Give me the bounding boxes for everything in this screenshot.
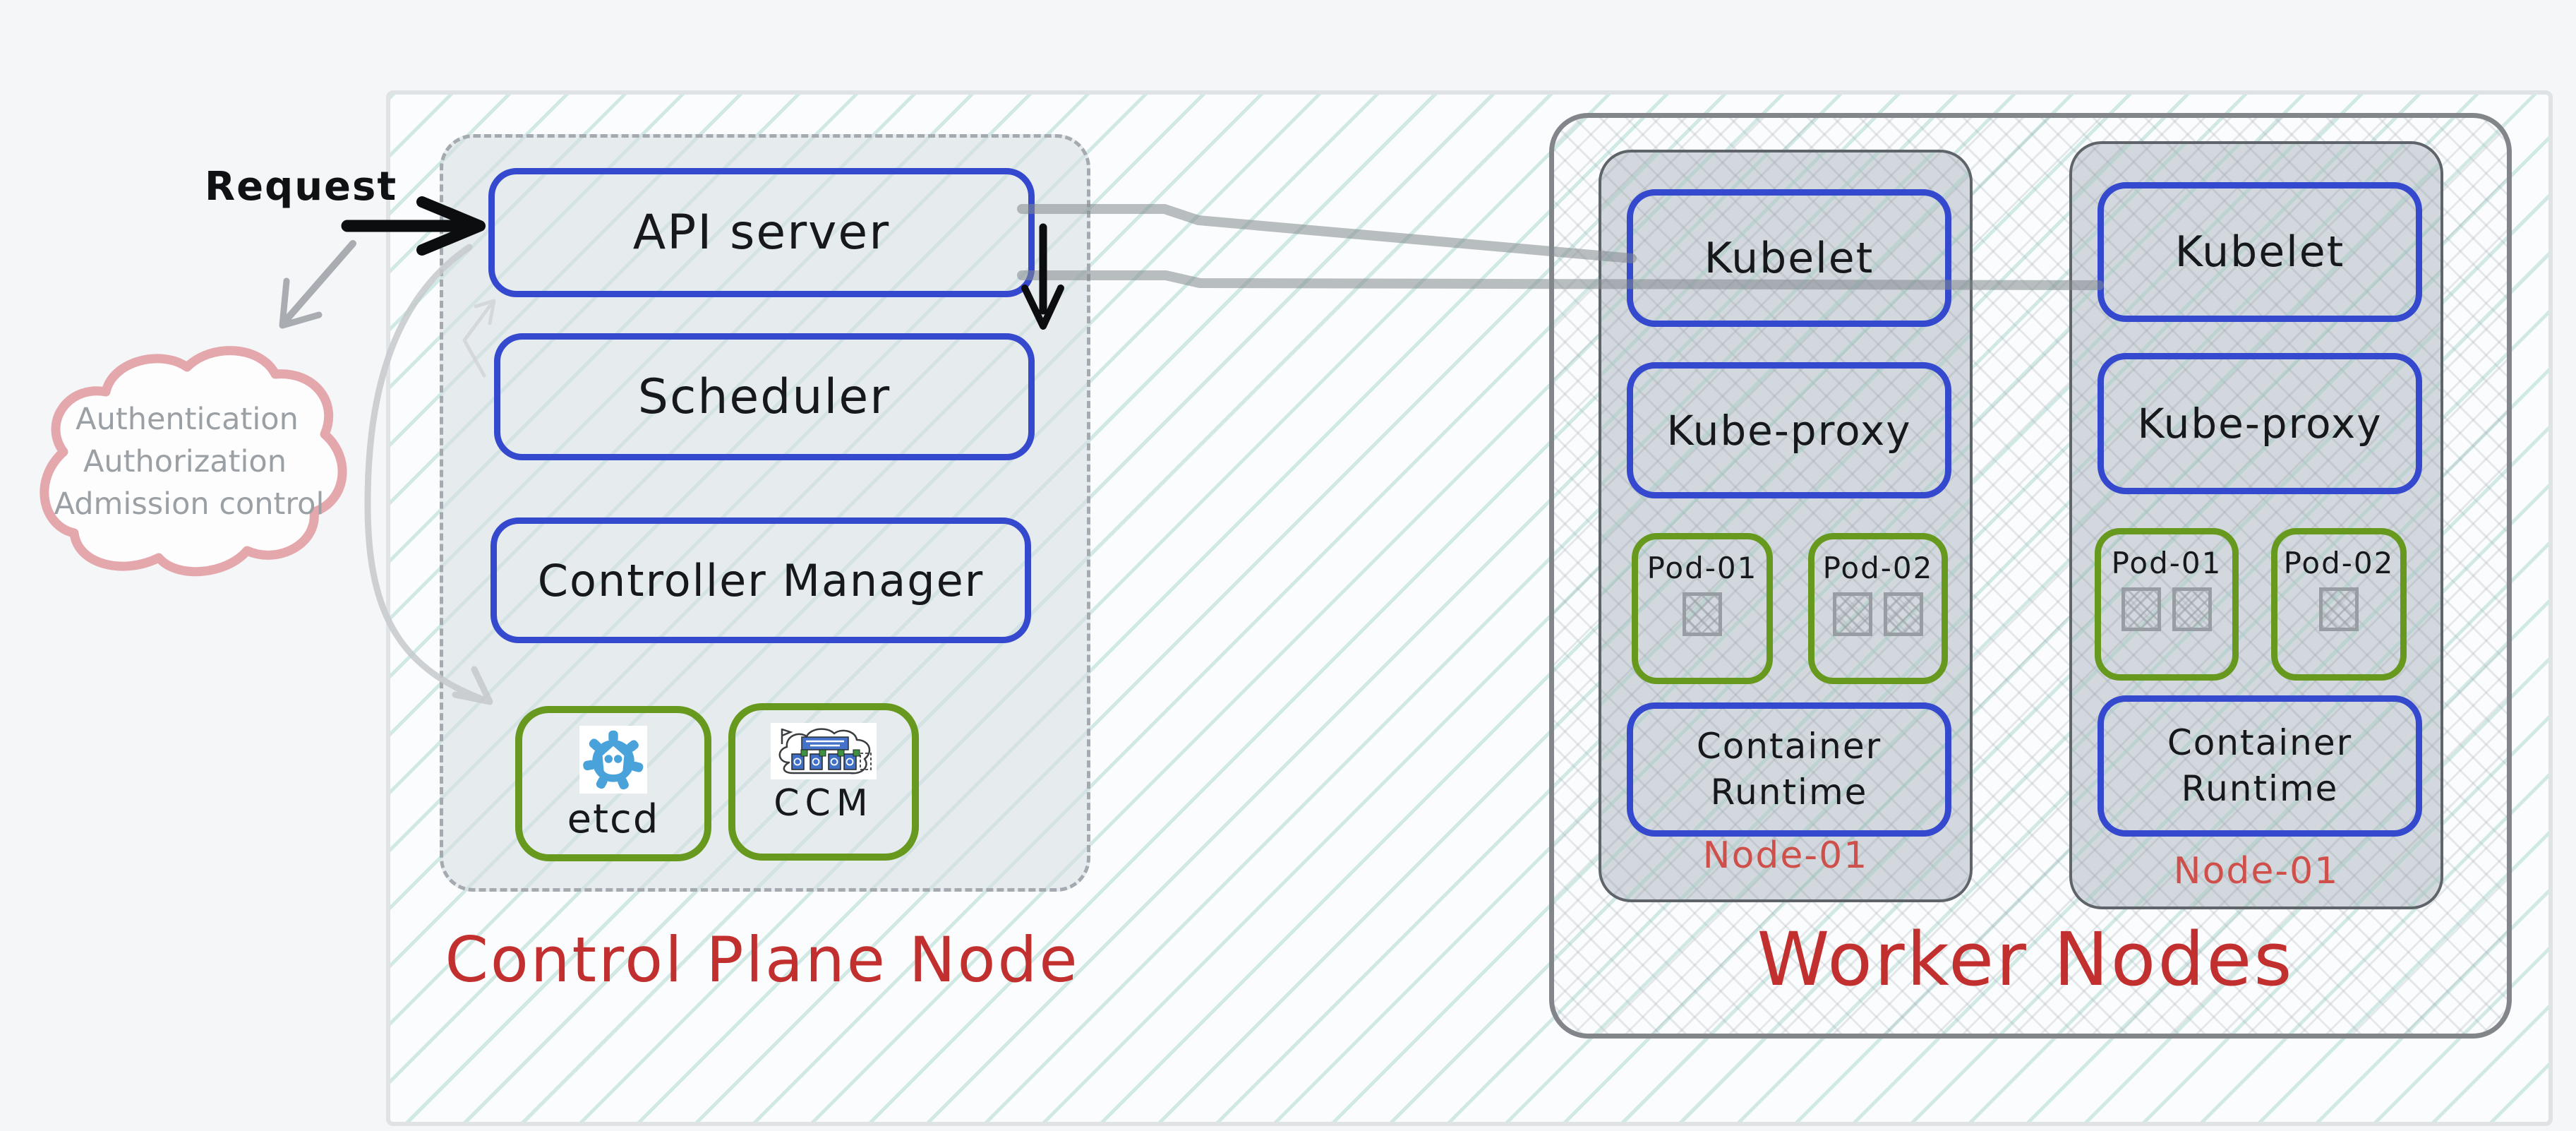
control-plane-title: Control Plane Node: [445, 923, 1080, 996]
worker-node-2: Node-01: [2069, 141, 2443, 909]
worker-nodes-title: Worker Nodes: [1757, 916, 2294, 1003]
request-label: Request: [205, 164, 398, 210]
request-arrow: [341, 196, 486, 256]
pod-label: Pod-01: [1647, 551, 1758, 585]
etcd-to-api-faint-arrow: [462, 299, 496, 378]
container-runtime-box: Container Runtime: [2097, 695, 2422, 837]
api-to-kubelet-line-2: [1017, 270, 2104, 290]
container-icon: [2121, 587, 2161, 631]
api-to-kubelet-line-1: [1017, 204, 1637, 263]
container-icon: [2319, 587, 2359, 631]
container-icon: [1683, 592, 1722, 636]
auth-cloud: Authentication Authorization Admission c…: [40, 346, 347, 577]
auth-cloud-outline: [40, 346, 347, 577]
node-name-label: Node-01: [2173, 850, 2340, 892]
kube-proxy-label: Kube-proxy: [1666, 406, 1912, 455]
auth-cloud-line-1: Authentication: [76, 402, 299, 437]
container-icon: [1884, 592, 1923, 636]
kubelet-label: Kubelet: [1704, 233, 1874, 283]
ccm-logo-icon: [771, 723, 877, 779]
api-to-scheduler-arrow: [1021, 223, 1064, 330]
ccm-box: CCM: [728, 703, 919, 861]
api-server-label: API server: [632, 205, 891, 261]
api-server-box: API server: [488, 168, 1035, 297]
etcd-logo-icon: [579, 726, 647, 794]
ccm-label: CCM: [774, 782, 874, 825]
controller-manager-box: Controller Manager: [490, 517, 1031, 643]
worker-node-1: Node-01: [1599, 150, 1973, 902]
scheduler-label: Scheduler: [637, 369, 891, 425]
node-name-label: Node-01: [1702, 834, 1869, 877]
kube-proxy-box: Kube-proxy: [1627, 362, 1951, 498]
pod-label: Pod-02: [1822, 551, 1934, 585]
kube-proxy-label: Kube-proxy: [2137, 400, 2383, 448]
container-runtime-box: Container Runtime: [1627, 702, 1951, 837]
scheduler-box: Scheduler: [494, 333, 1035, 460]
auth-cloud-line-2: Authorization: [83, 444, 287, 479]
api-to-etcd-curve-arrow: [364, 244, 493, 705]
auth-cloud-line-3: Admission control: [54, 486, 325, 522]
kubelet-label: Kubelet: [2174, 227, 2345, 277]
pod-box: Pod-02: [2271, 528, 2407, 681]
etcd-box: etcd: [515, 706, 711, 861]
container-icon: [1833, 592, 1872, 636]
pod-label: Pod-02: [2283, 546, 2395, 580]
container-icon: [2172, 587, 2212, 631]
container-runtime-label: Container Runtime: [2167, 722, 2353, 809]
pod-label: Pod-01: [2111, 546, 2222, 580]
container-runtime-label: Container Runtime: [1696, 726, 1882, 813]
kubelet-box: Kubelet: [1627, 189, 1951, 327]
request-to-cloud-arrow: [279, 240, 356, 329]
controller-manager-label: Controller Manager: [537, 554, 985, 606]
control-plane-group: [440, 134, 1090, 892]
etcd-label: etcd: [567, 796, 660, 842]
pod-box: Pod-01: [1632, 533, 1773, 684]
kube-proxy-box: Kube-proxy: [2097, 353, 2422, 494]
pod-box: Pod-02: [1808, 533, 1948, 684]
kubelet-box: Kubelet: [2097, 182, 2422, 322]
pod-box: Pod-01: [2095, 528, 2239, 681]
